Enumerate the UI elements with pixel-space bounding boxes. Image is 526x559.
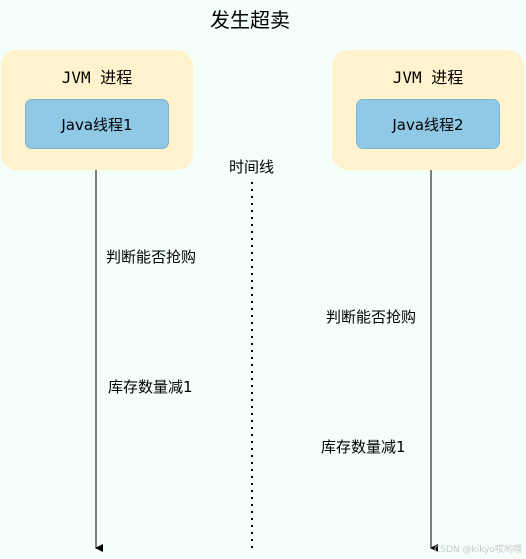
java-thread-2-label: Java线程2 — [392, 115, 464, 134]
left-step-decrement: 库存数量减1 — [108, 378, 193, 396]
diagram-title: 发生超卖 — [210, 8, 290, 32]
java-thread-2: Java线程2 — [356, 99, 500, 149]
right-step-check: 判断能否抢购 — [326, 308, 417, 326]
jvm-process-right: JVM 进程 Java线程2 — [332, 50, 524, 170]
java-thread-1: Java线程1 — [25, 99, 169, 149]
left-step-check: 判断能否抢购 — [106, 248, 197, 266]
timeline-label: 时间线 — [229, 158, 275, 176]
java-thread-1-label: Java线程1 — [61, 115, 133, 134]
jvm-process-left: JVM 进程 Java线程1 — [1, 50, 193, 170]
right-step-decrement: 库存数量减1 — [321, 438, 406, 456]
jvm-process-left-label: JVM 进程 — [61, 68, 133, 87]
watermark: CSDN @kikyo哎哟喂 — [434, 545, 522, 555]
jvm-process-right-label: JVM 进程 — [392, 68, 464, 87]
